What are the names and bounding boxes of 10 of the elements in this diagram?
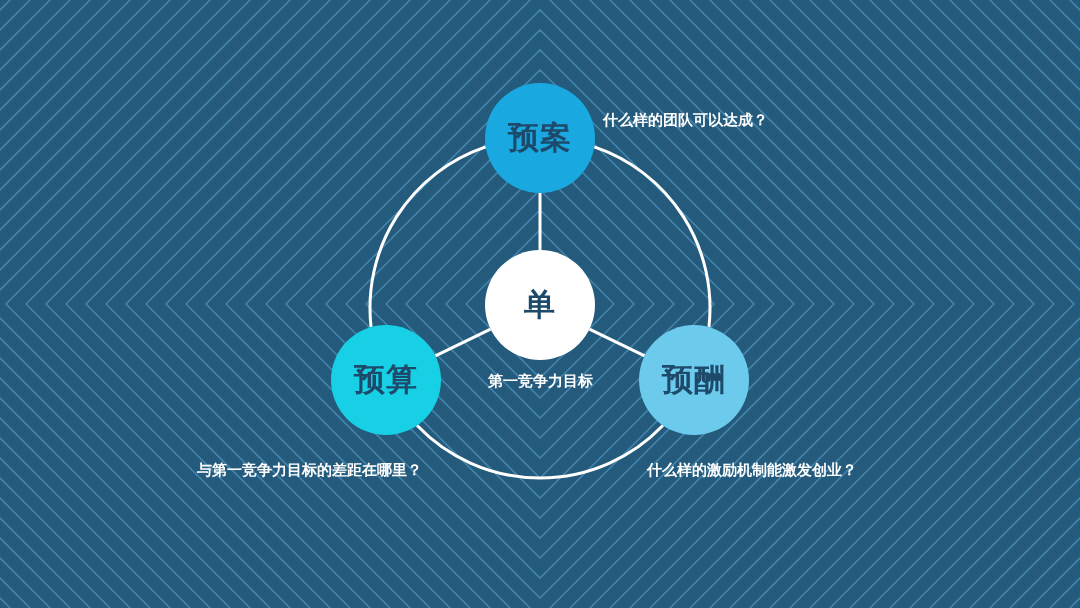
caption-text: 什么样的激励机制能激发创业？ [647, 460, 858, 479]
connector-line [588, 327, 646, 358]
ring-arc [593, 145, 712, 327]
ring-arc [368, 145, 487, 327]
ring-arc [415, 424, 665, 480]
connector-line [434, 327, 492, 358]
caption-text: 第一竞争力目标 [487, 372, 593, 390]
caption-text: 与第一竞争力目标的差距在哪里？ [196, 460, 422, 479]
connector-line [538, 193, 542, 250]
caption-text: 什么样的团队可以达成？ [603, 111, 768, 129]
